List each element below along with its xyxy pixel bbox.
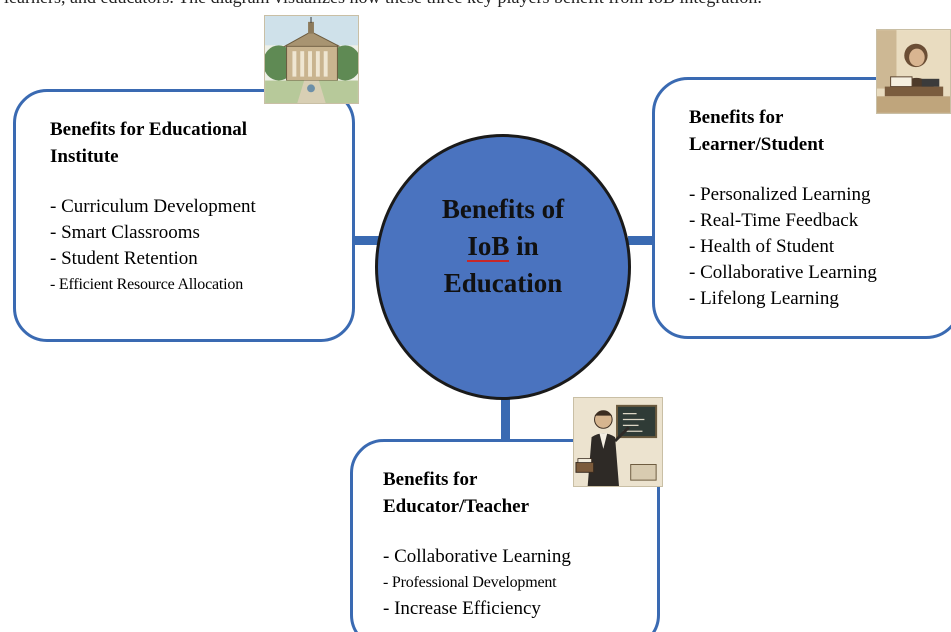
list-item: - Personalized Learning	[689, 184, 871, 205]
center-title-line2: IoB in	[378, 228, 628, 265]
list-item: - Curriculum Development	[50, 196, 256, 217]
student-illustration	[877, 30, 950, 113]
student-image	[876, 29, 951, 114]
learner-box-title: Benefits for Learner/Student	[689, 107, 825, 155]
iob-word: IoB	[467, 231, 510, 262]
center-circle: Benefits of IoB in Education	[375, 134, 631, 400]
list-item: - Health of Student	[689, 236, 835, 257]
connector-left	[349, 236, 379, 245]
teacher-image	[573, 397, 663, 487]
teacher-illustration	[574, 398, 662, 486]
connector-bottom	[501, 396, 510, 442]
caption-text-fragment: learners, and educators. The diagram vis…	[0, 0, 951, 10]
list-item: - Lifelong Learning	[689, 288, 839, 309]
caption-text: learners, and educators. The diagram vis…	[4, 0, 762, 8]
university-building-image	[264, 15, 359, 104]
learner-benefits-list: - Personalized Learning - Real-Time Feed…	[689, 182, 877, 312]
list-item: - Smart Classrooms	[50, 222, 200, 243]
learner-benefits-box: Benefits for Learner/Student - Personali…	[652, 77, 951, 339]
list-item: - Student Retention	[50, 248, 198, 269]
list-item: - Professional Development	[383, 574, 557, 591]
institute-box-title: Benefits for Educational Institute	[50, 119, 248, 167]
list-item: - Collaborative Learning	[689, 262, 877, 283]
list-item: - Efficient Resource Allocation	[50, 276, 243, 293]
center-title: Benefits of IoB in Education	[378, 191, 628, 302]
list-item: - Increase Efficiency	[383, 598, 541, 619]
educator-benefits-list: - Collaborative Learning - Professional …	[383, 544, 571, 622]
educator-box-title: Benefits for Educator/Teacher	[383, 469, 530, 517]
center-title-line1: Benefits of	[441, 194, 565, 224]
list-item: - Real-Time Feedback	[689, 210, 859, 231]
institute-benefits-box: Benefits for Educational Institute - Cur…	[13, 89, 355, 342]
connector-right	[628, 236, 655, 245]
center-title-line3: Education	[443, 268, 563, 298]
list-item: - Collaborative Learning	[383, 546, 571, 567]
institute-benefits-list: - Curriculum Development - Smart Classro…	[50, 194, 256, 298]
center-title-line2-suffix: in	[509, 231, 539, 261]
building-illustration	[265, 16, 358, 103]
